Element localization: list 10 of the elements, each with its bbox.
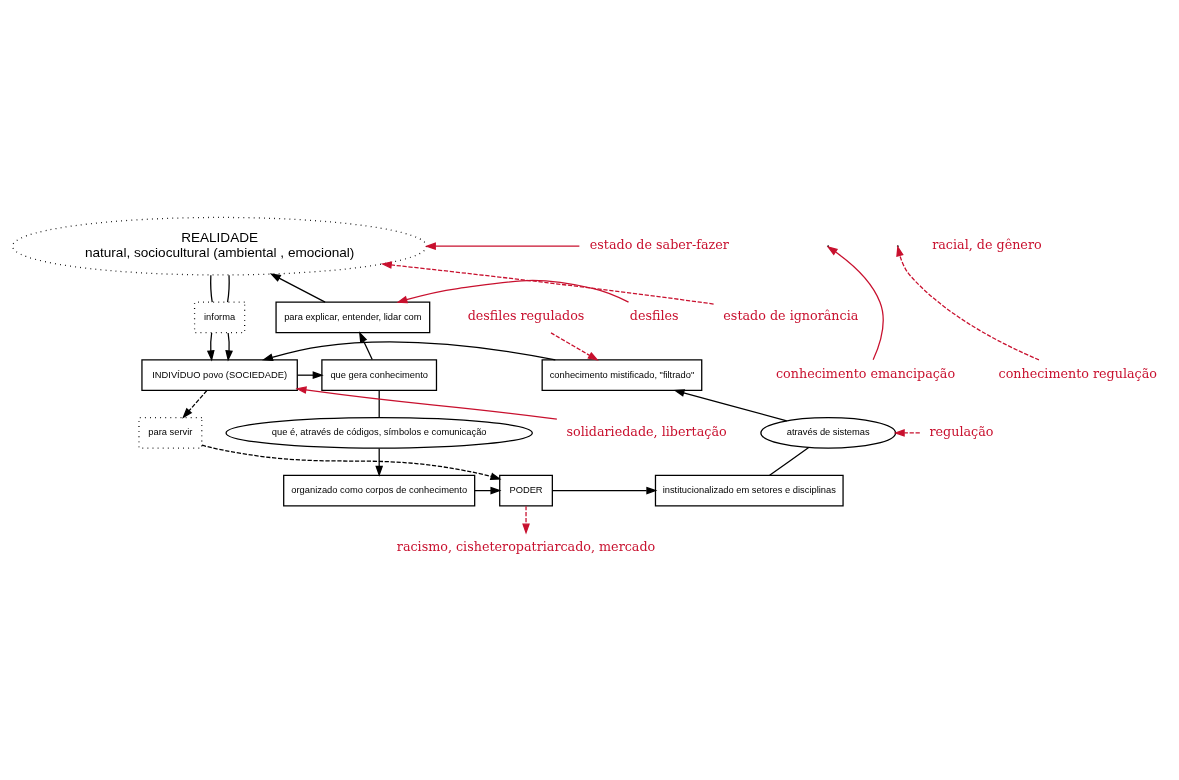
node-text: desfiles: [629, 307, 679, 323]
node-text: regulação: [929, 423, 994, 439]
node-text: estado de ignorância: [723, 307, 859, 323]
node-text: desfiles regulados: [467, 307, 585, 323]
node-text: conhecimento emancipação: [775, 365, 956, 381]
node-text: racismo, cisheteropatriarcado, mercado: [396, 538, 656, 554]
node-text: estado de saber-fazer: [589, 236, 729, 252]
label: racial, de gênero: [932, 236, 1042, 252]
node-text: conhecimento regulação: [998, 365, 1157, 381]
node-text: solidariedade, libertação: [566, 423, 727, 439]
